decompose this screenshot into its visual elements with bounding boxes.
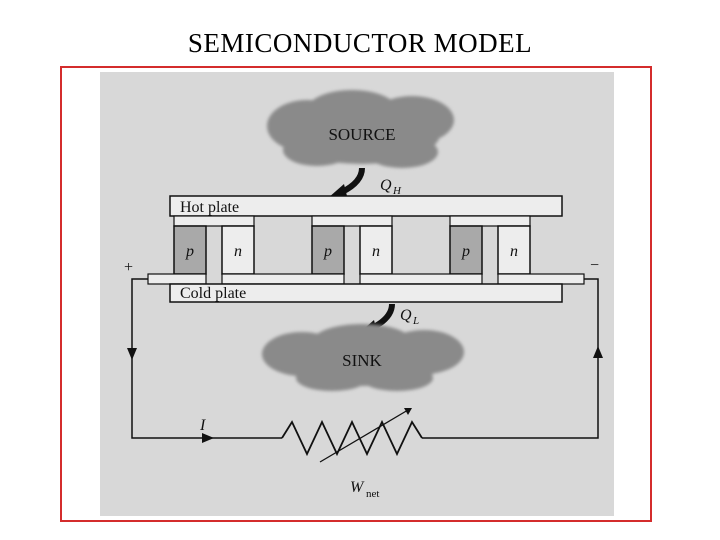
current-up-arrowhead-icon bbox=[593, 346, 603, 358]
lower-connector bbox=[221, 273, 345, 285]
current-label: I bbox=[199, 417, 206, 434]
lower-connector bbox=[147, 273, 207, 285]
current-down-arrowhead-icon bbox=[127, 348, 137, 360]
semiconductor-element-n: n bbox=[221, 225, 255, 275]
semiconductor-element-p: p bbox=[311, 225, 345, 275]
upper-connector bbox=[311, 215, 393, 227]
w-net-subscript: net bbox=[366, 488, 379, 500]
current-right-arrowhead-icon bbox=[202, 433, 214, 443]
semiconductor-element-n: n bbox=[359, 225, 393, 275]
q-h-subscript: H bbox=[392, 185, 402, 197]
terminal-minus: − bbox=[590, 257, 599, 274]
sink-label: SINK bbox=[342, 351, 382, 370]
variable-load-line bbox=[319, 409, 409, 463]
terminal-plus: + bbox=[124, 259, 133, 276]
lower-connector bbox=[497, 273, 585, 285]
semiconductor-element-p: p bbox=[173, 225, 207, 275]
q-h-symbol: Q bbox=[380, 177, 392, 194]
svg-text:p: p bbox=[323, 243, 332, 260]
source-label: SOURCE bbox=[328, 125, 395, 144]
semiconductor-element-p: p bbox=[449, 225, 483, 275]
resistor-icon bbox=[281, 419, 423, 457]
lower-connector bbox=[359, 273, 483, 285]
svg-text:p: p bbox=[185, 243, 194, 260]
sink-cloud: SINK bbox=[262, 324, 464, 391]
semiconductor-element-n: n bbox=[497, 225, 531, 275]
slide-title: SEMICONDUCTOR MODEL bbox=[187, 28, 533, 58]
hot-plate: Hot plate bbox=[169, 195, 563, 217]
q-l-subscript: L bbox=[412, 315, 419, 327]
upper-connector bbox=[173, 215, 255, 227]
figure-frame: SOURCE Q H Hot plate p n p bbox=[60, 66, 652, 522]
svg-text:n: n bbox=[372, 243, 380, 260]
load-arrowhead-icon bbox=[404, 408, 412, 415]
cold-plate: Cold plate bbox=[169, 283, 563, 303]
hot-plate-label: Hot plate bbox=[180, 199, 239, 216]
w-net-symbol: W bbox=[350, 479, 365, 496]
svg-text:p: p bbox=[461, 243, 470, 260]
cold-plate-label: Cold plate bbox=[180, 285, 246, 302]
svg-text:n: n bbox=[234, 243, 242, 260]
q-l-symbol: Q bbox=[400, 307, 412, 324]
svg-text:n: n bbox=[510, 243, 518, 260]
upper-connector bbox=[449, 215, 531, 227]
thermoelectric-diagram: SOURCE Q H Hot plate p n p bbox=[100, 72, 614, 516]
source-cloud: SOURCE bbox=[267, 90, 454, 168]
